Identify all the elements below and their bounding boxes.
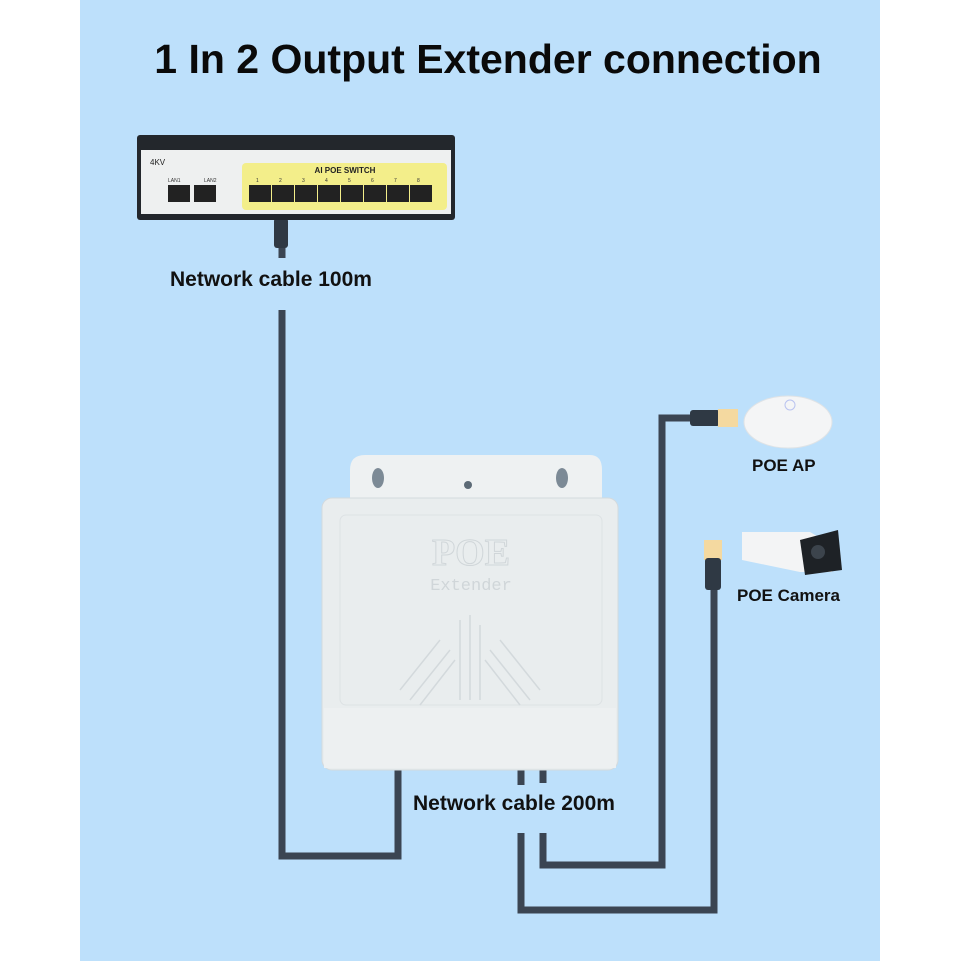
poe-port-label: 5 [348, 178, 351, 184]
extender-logo-text: Extender [430, 577, 512, 596]
switch-brand-mark: 4KV [150, 158, 166, 167]
cable-in-label: Network cable 100m [170, 268, 372, 291]
poe-camera-device [742, 530, 842, 575]
camera-label: POE Camera [737, 586, 840, 605]
extender-logo-poe: POE [432, 532, 510, 574]
uplink-port-label: LAN1 [168, 178, 181, 184]
poe-ap-device [743, 395, 833, 449]
poe-extender: POE Extender [321, 455, 619, 771]
poe-switch: 4KV AI POE SWITCH LAN1 LAN2 1 2 3 4 5 6 … [137, 135, 455, 220]
poe-port-label: 7 [394, 178, 397, 184]
rj45-connector-camera [704, 540, 722, 590]
poe-port-label: 4 [325, 178, 328, 184]
cable-out-label: Network cable 200m [411, 790, 617, 818]
cable-switch-to-extender [278, 310, 402, 860]
ap-label: POE AP [752, 456, 816, 475]
poe-port-label: 2 [279, 178, 282, 184]
poe-port-label: 8 [417, 178, 420, 184]
poe-port-label: 1 [256, 178, 259, 184]
diagram-title: 1 In 2 Output Extender connection [154, 36, 822, 82]
poe-port-label: 3 [302, 178, 305, 184]
poe-port-label: 6 [371, 178, 374, 184]
switch-panel-title: AI POE SWITCH [315, 166, 376, 175]
uplink-port-label: LAN2 [204, 178, 217, 184]
rj45-connector-ap [690, 409, 738, 427]
circuit-pattern [399, 615, 541, 706]
